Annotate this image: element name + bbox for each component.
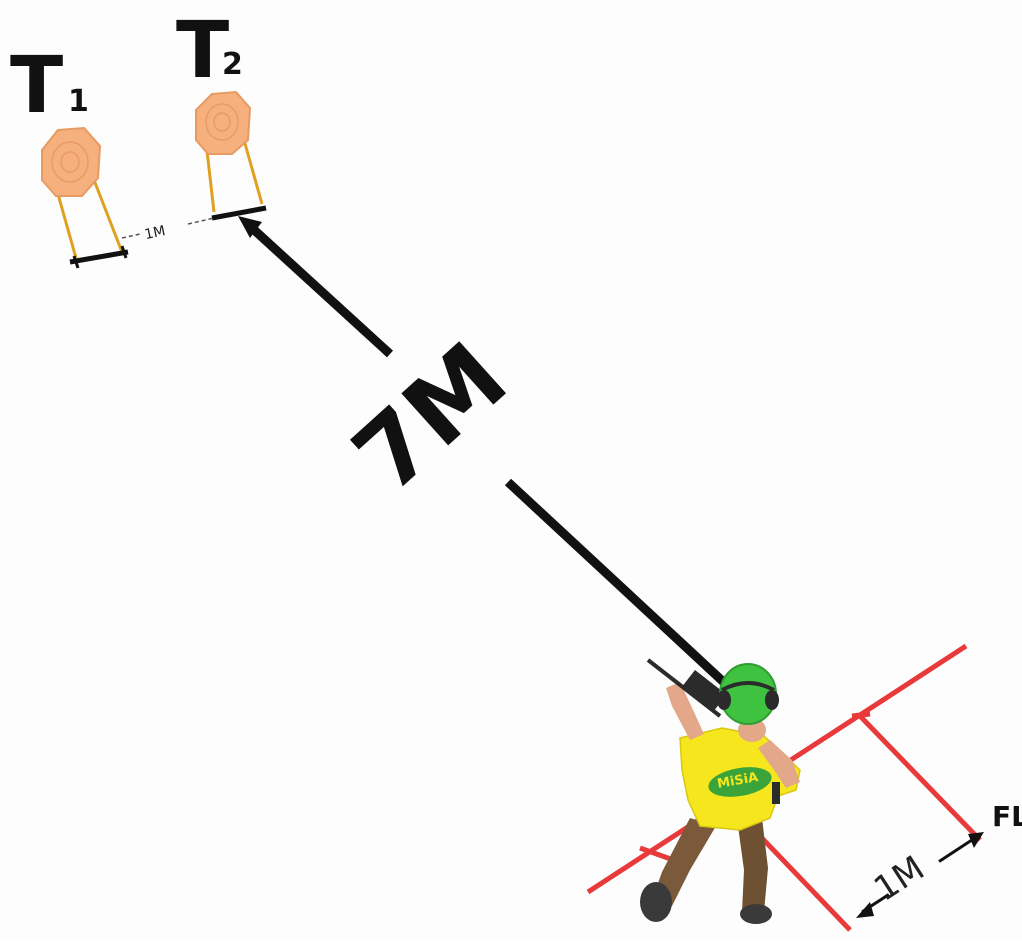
shooter-right-arm	[758, 740, 800, 788]
shirt-logo	[708, 767, 772, 797]
target-2: T 2	[176, 6, 267, 221]
shooter-rifle-body	[681, 670, 727, 712]
firing-line-label: FL	[992, 800, 1022, 833]
shooter-left-leg	[652, 818, 716, 906]
distance-indicator: 7M	[238, 216, 734, 692]
target-2-face	[195, 90, 252, 155]
firing-line-rear-marker	[858, 714, 982, 842]
shooter-left-arm	[666, 682, 704, 740]
distance-label: 7M	[332, 321, 528, 513]
target-1-letter: T	[10, 41, 63, 131]
target-spacing-dimension: 1M	[121, 217, 215, 243]
fault-line-left	[758, 834, 852, 932]
target-1: T 2 1	[10, 41, 129, 269]
target-1-number-label: 1	[68, 84, 89, 119]
target-2-number: 2	[222, 47, 243, 82]
target-1-stand-right	[92, 179, 124, 253]
target-2-stand-right	[242, 139, 264, 205]
shooter-left-boot	[640, 882, 672, 922]
target-1-base	[69, 249, 129, 265]
distance-line-lower	[504, 478, 734, 692]
shooter-right-leg	[738, 818, 768, 912]
shooter-right-boot	[740, 904, 772, 924]
target-2-letter: T	[176, 6, 229, 96]
distance-arrowhead	[238, 216, 262, 238]
shooter-ear-protection	[721, 681, 775, 692]
shooter-figure: MiSiA	[640, 658, 801, 924]
shooter-rifle-grip	[772, 782, 780, 804]
distance-line-upper	[248, 224, 394, 358]
shirt-logo-text: MiSiA	[716, 770, 759, 792]
target-1-face	[41, 126, 102, 197]
target-spacing-label: 1M	[143, 223, 167, 243]
target-2-base	[211, 205, 267, 221]
